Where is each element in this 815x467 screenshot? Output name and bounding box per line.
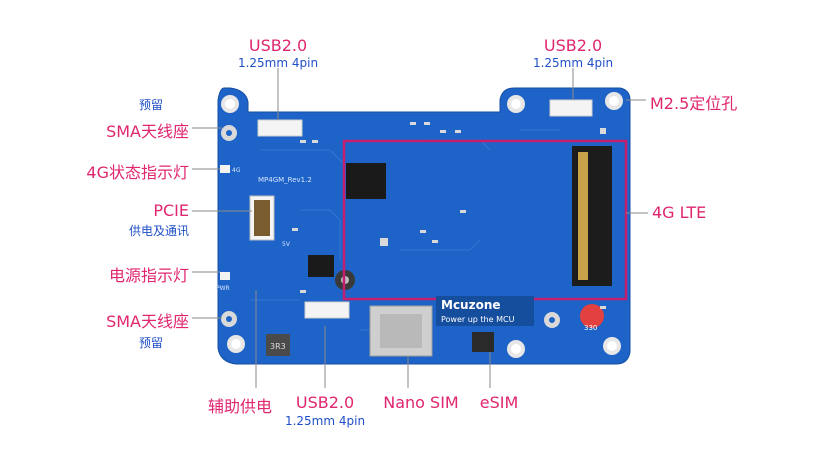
label-esim: eSIM (479, 393, 519, 412)
label-usb-top-right-sub: 1.25mm 4pin (532, 56, 614, 70)
label-usb-top-left-sub: 1.25mm 4pin (237, 56, 319, 70)
led-power (220, 272, 230, 280)
leader-lines (192, 68, 648, 388)
esim-chip (472, 332, 494, 352)
inductor-silk: 3R3 (270, 342, 286, 351)
usb-connectors (257, 99, 593, 319)
label-m25-hole: M2.5定位孔 (650, 94, 738, 113)
silk-4g: 4G (232, 167, 241, 174)
main-chip (346, 163, 386, 199)
label-usb-bottom-title: USB2.0 (295, 393, 355, 412)
label-usb-top-left-title: USB2.0 (248, 36, 308, 55)
label-pcie-title: PCIE (153, 201, 189, 220)
label-sma-top-title: SMA天线座 (106, 122, 189, 141)
sma-pads (221, 125, 560, 328)
label-sma-bottom-title: SMA天线座 (106, 312, 189, 331)
brand-logo: Mcuzone (441, 298, 501, 312)
mounting-holes (221, 92, 623, 358)
electrolytic-capacitor (580, 304, 604, 328)
revision-silk: MP4GM_Rev1.2 (258, 176, 312, 184)
nano-sim-tray (380, 314, 422, 348)
label-sma-bottom-note: 预留 (138, 336, 164, 350)
label-nano-sim: Nano SIM (383, 393, 459, 412)
regulator-chip (308, 255, 334, 277)
silk-5v: 5V (282, 241, 291, 248)
label-led-4g: 4G状态指示灯 (86, 163, 189, 182)
smd-components (292, 122, 606, 309)
label-led-power: 电源指示灯 (108, 266, 189, 285)
brand-band (436, 296, 534, 326)
label-lte: 4G LTE (652, 203, 707, 222)
inductor (266, 334, 290, 356)
label-sma-top-note: 预留 (138, 98, 164, 112)
capacitor-silk: 330 (584, 324, 597, 332)
label-usb-bottom-sub: 1.25mm 4pin (284, 414, 366, 428)
m2-contacts (578, 152, 588, 280)
label-usb-top-right-title: USB2.0 (543, 36, 603, 55)
label-pcie-sub: 供电及通讯 (128, 224, 189, 238)
silk-pwr: PWR (216, 285, 230, 292)
led-4g (220, 165, 230, 173)
label-aux-power: 辅助供电 (207, 397, 273, 416)
pcie-fpc-contacts (254, 200, 270, 236)
brand-slogan: Power up the MCU (441, 315, 515, 324)
